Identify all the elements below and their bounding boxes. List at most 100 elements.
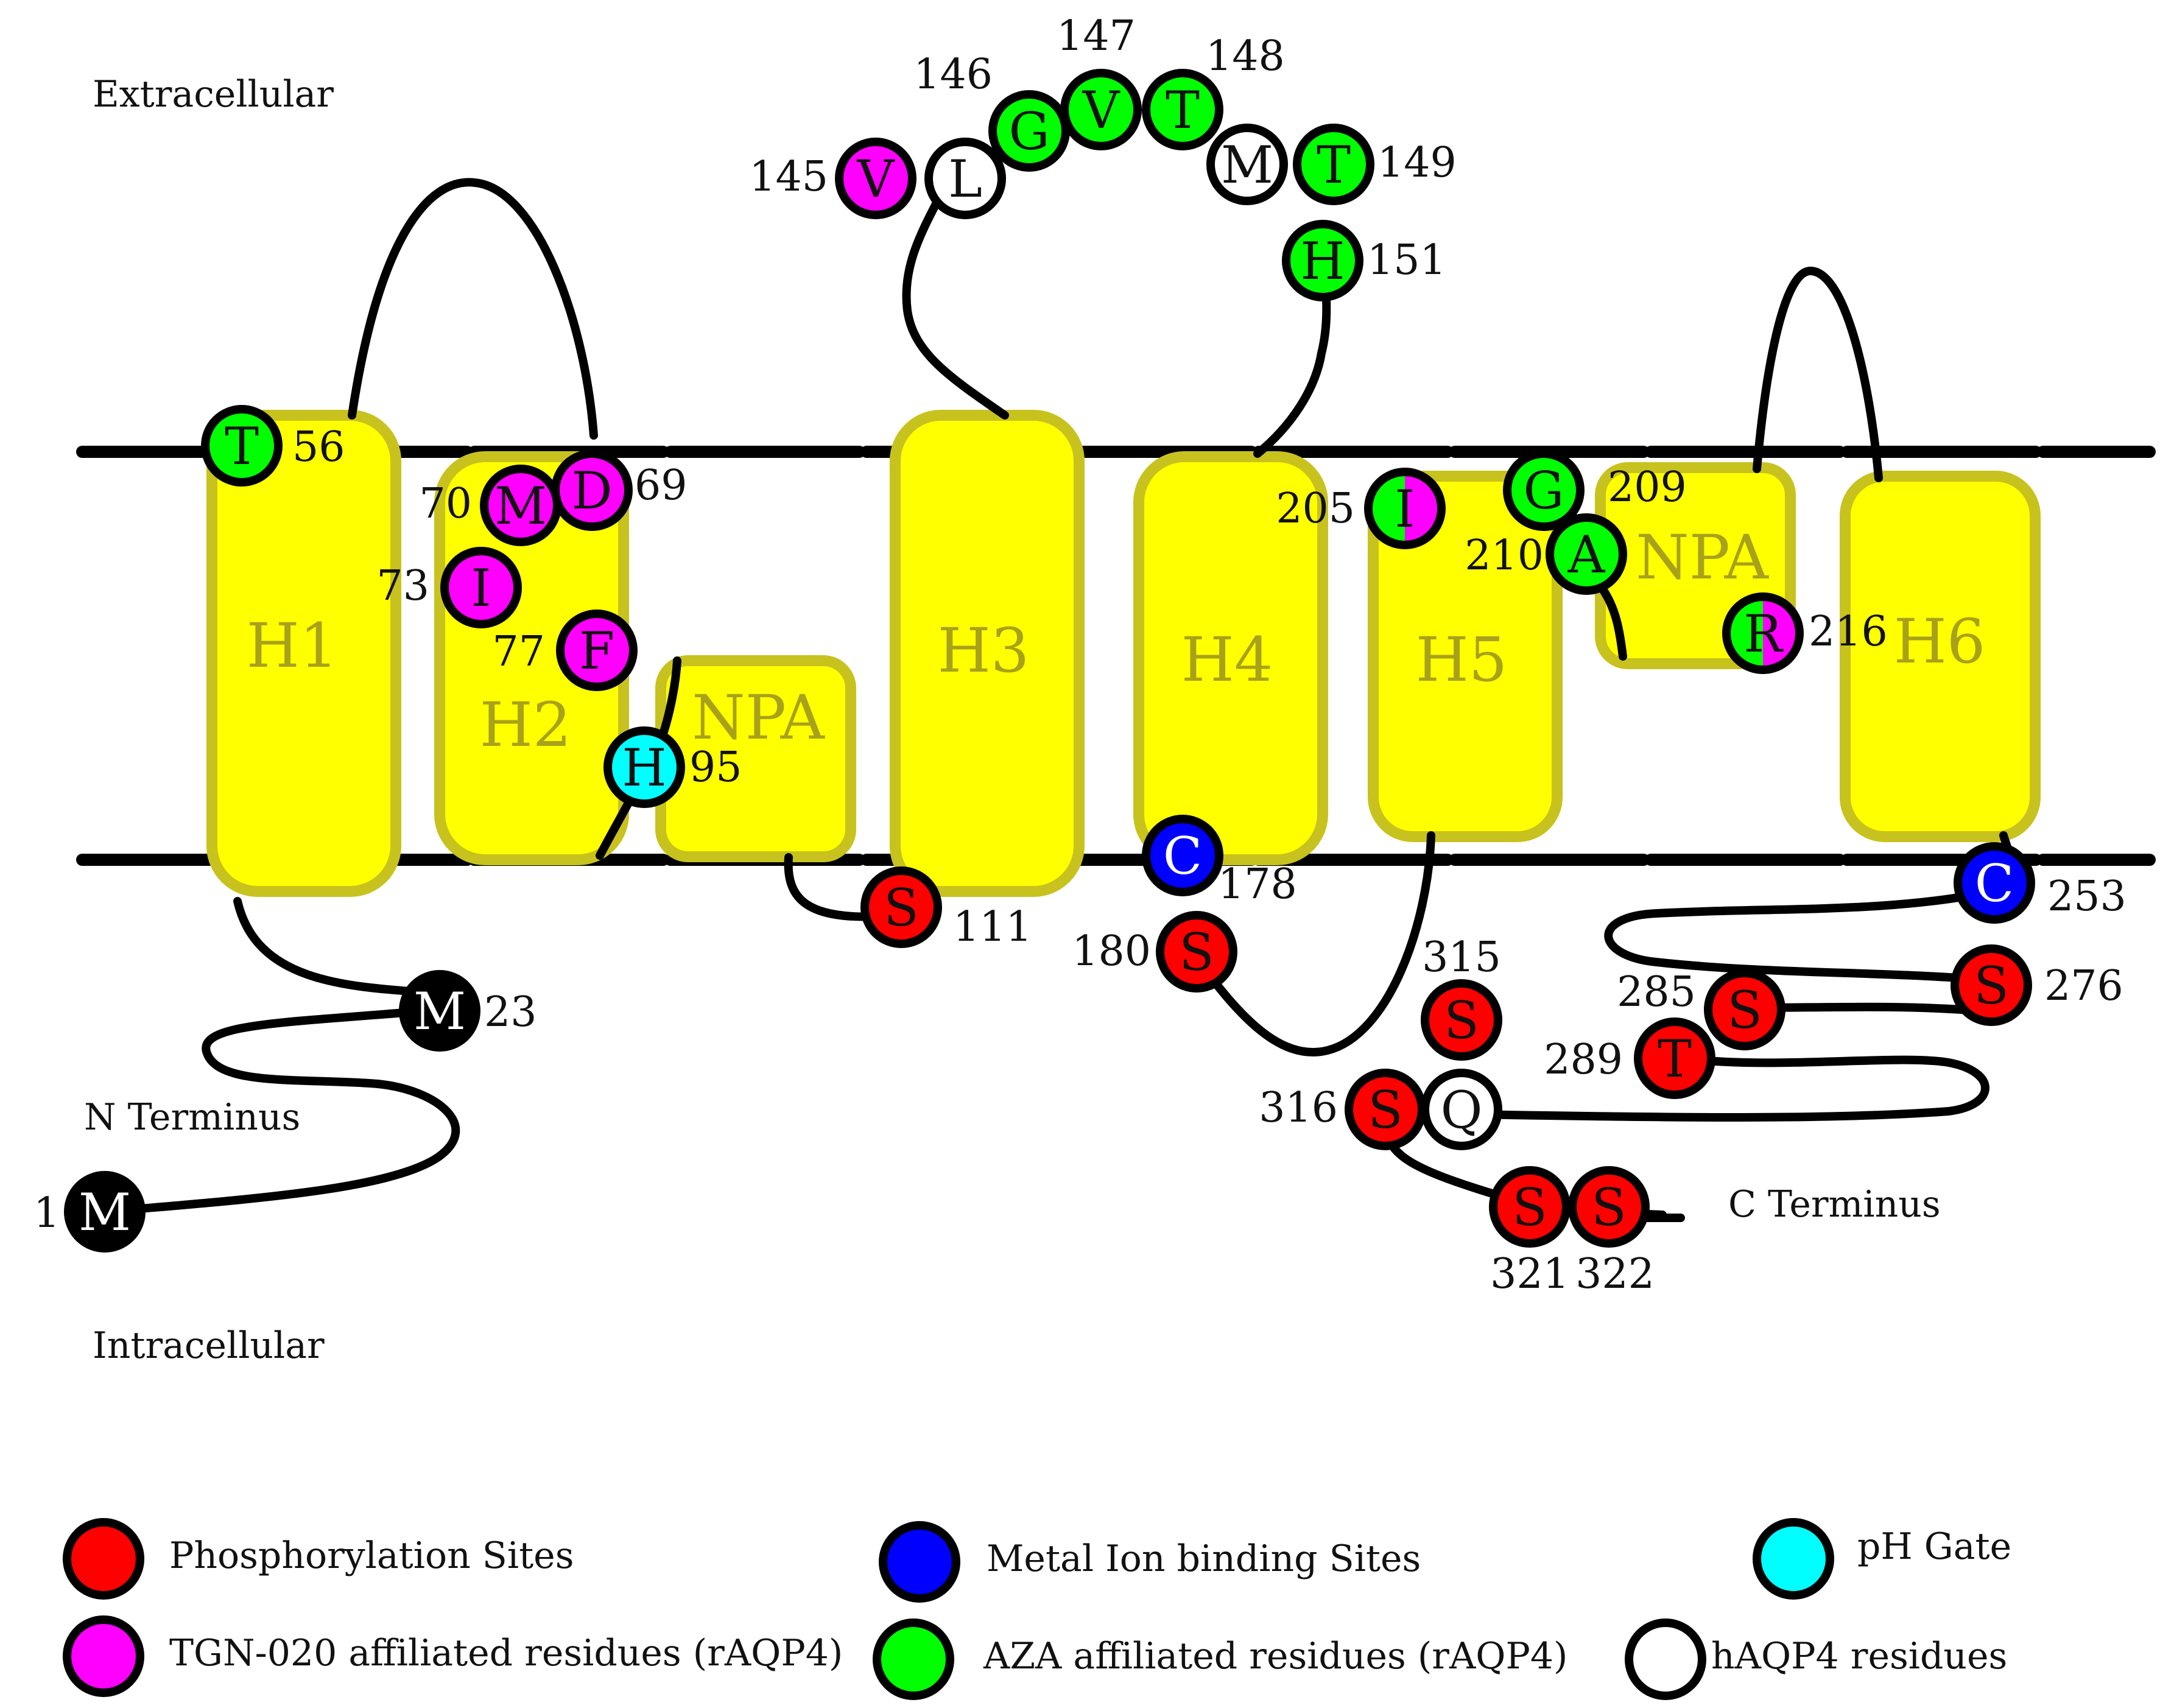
helix-h4: H4 — [1133, 451, 1328, 865]
residue-c253-circle — [1954, 842, 2035, 924]
residue-m148-circle — [1206, 124, 1288, 205]
residue-s315-letter: S — [1444, 991, 1479, 1050]
legend-label-tgn: TGN-020 affiliated residues (rAQP4) — [169, 1632, 843, 1675]
loop-n-terminus — [100, 1007, 460, 1216]
npa-motif-2-label: NPA — [1636, 522, 1770, 593]
residue-t56-letter: T — [225, 416, 259, 476]
residue-m23-circle — [399, 970, 480, 1052]
residue-s321-circle — [1489, 1166, 1571, 1248]
residue-s111-number: 111 — [953, 903, 1032, 951]
residue-s180-circle — [1156, 911, 1237, 993]
residue-s180-number: 180 — [1072, 927, 1151, 975]
residue-c178-number: 178 — [1218, 860, 1297, 908]
residue-c178-circle — [1142, 815, 1223, 896]
helix-h6-label: H6 — [1894, 606, 1986, 677]
residue-a210-circle — [1546, 513, 1627, 595]
legend-item-metal: Metal Ion binding Sites — [879, 1521, 1421, 1603]
residue-v147-number: 147 — [1057, 12, 1136, 60]
residue-q316: Q — [1421, 1069, 1502, 1150]
residue-m148: M — [1206, 124, 1288, 205]
residue-s322-circle — [1568, 1166, 1650, 1248]
residue-i73: I73 — [376, 547, 522, 628]
residue-h95-letter: H — [622, 738, 666, 798]
residue-m70-circle — [480, 465, 561, 546]
helix-h4-label: H4 — [1181, 624, 1273, 695]
residue-t289: T 289 — [1544, 1017, 1715, 1099]
residue-i205-circle — [1364, 468, 1446, 549]
residue-r216-letter: R — [1743, 604, 1784, 664]
legend-swatch-tgn — [63, 1615, 144, 1697]
loop-m23-h1 — [233, 897, 431, 997]
region-labels: Extracellular Intracellular N Terminus C… — [84, 73, 1941, 1367]
residue-d69-letter: D — [571, 461, 612, 521]
residue-t149-circle — [1293, 124, 1374, 205]
residue-s321-number: 321 — [1490, 1250, 1569, 1298]
residue-f77-letter: F — [579, 621, 614, 681]
residue-s322-letter: S — [1591, 1178, 1627, 1237]
residue-s111-circle — [860, 866, 942, 948]
legend-item-phosphorylation: Phosphorylation Sites — [63, 1518, 574, 1600]
residue-a210-number: 210 — [1465, 532, 1544, 580]
legend-swatch-ph_gate — [1753, 1518, 1834, 1600]
residue-g209-circle — [1503, 449, 1585, 531]
residue-v147-circle — [1060, 69, 1142, 150]
legend-swatch-phosphorylation — [63, 1518, 144, 1600]
residue-t56-number: 56 — [292, 423, 345, 471]
c-terminus-tail — [1381, 888, 1996, 1222]
residue-r216-number: 216 — [1809, 608, 1888, 656]
residue-t289-letter: T — [1658, 1029, 1692, 1089]
residue-t289-number: 289 — [1544, 1036, 1623, 1084]
residue-s276-number: 276 — [2044, 962, 2123, 1010]
helix-h6-body — [1840, 471, 2041, 842]
residue-i205-number: 205 — [1276, 485, 1355, 533]
helix-h6: H6 — [1840, 471, 2041, 842]
legend-item-aza: AZA affiliated residues (rAQP4) — [873, 1618, 1567, 1700]
legend-label-haqp4: hAQP4 residues — [1711, 1635, 2007, 1678]
npa-motif-1-label: NPA — [692, 682, 826, 753]
residue-m1-number: 1 — [33, 1189, 60, 1237]
legend-swatch-metal — [879, 1521, 960, 1603]
helix-h1-body — [206, 410, 401, 897]
segment-a210-npa2 — [1597, 583, 1627, 661]
residue-i73-number: 73 — [376, 562, 429, 610]
residue-s285-letter: S — [1727, 980, 1762, 1040]
residue-t148-letter: T — [1166, 80, 1200, 140]
residue-s276-circle — [1951, 944, 2032, 1026]
residue-g209-letter: G — [1523, 461, 1564, 521]
residue-s276: S 276 — [1951, 944, 2123, 1026]
legend-swatch-aza — [873, 1618, 954, 1700]
helix-h5-label: H5 — [1416, 624, 1508, 695]
residue-m148-letter: M — [1221, 135, 1273, 195]
loop-c178-h5 — [1205, 831, 1435, 1057]
legend-swatch-haqp4 — [1625, 1618, 1706, 1700]
helix-h3: H3 — [890, 410, 1085, 897]
residue-s276-letter: S — [1974, 956, 2009, 1016]
legend-item-tgn: TGN-020 affiliated residues (rAQP4) — [63, 1615, 843, 1697]
helix-h2-label: H2 — [480, 689, 572, 761]
helix-h1-label: H1 — [247, 610, 339, 681]
residue-s316-letter: S — [1368, 1080, 1403, 1140]
residue-h151-letter: H — [1300, 231, 1345, 291]
residue-t148-number: 148 — [1206, 32, 1285, 80]
residue-l146-circle — [924, 138, 1006, 219]
backbone — [100, 172, 2015, 1222]
label-c-terminus: C Terminus — [1728, 1183, 1941, 1226]
legend-item-haqp4: hAQP4 residues — [1625, 1618, 2007, 1700]
helix-h3-body — [890, 410, 1085, 897]
residue-c178-letter: C — [1163, 826, 1202, 886]
residue-q316-letter: Q — [1441, 1080, 1483, 1140]
